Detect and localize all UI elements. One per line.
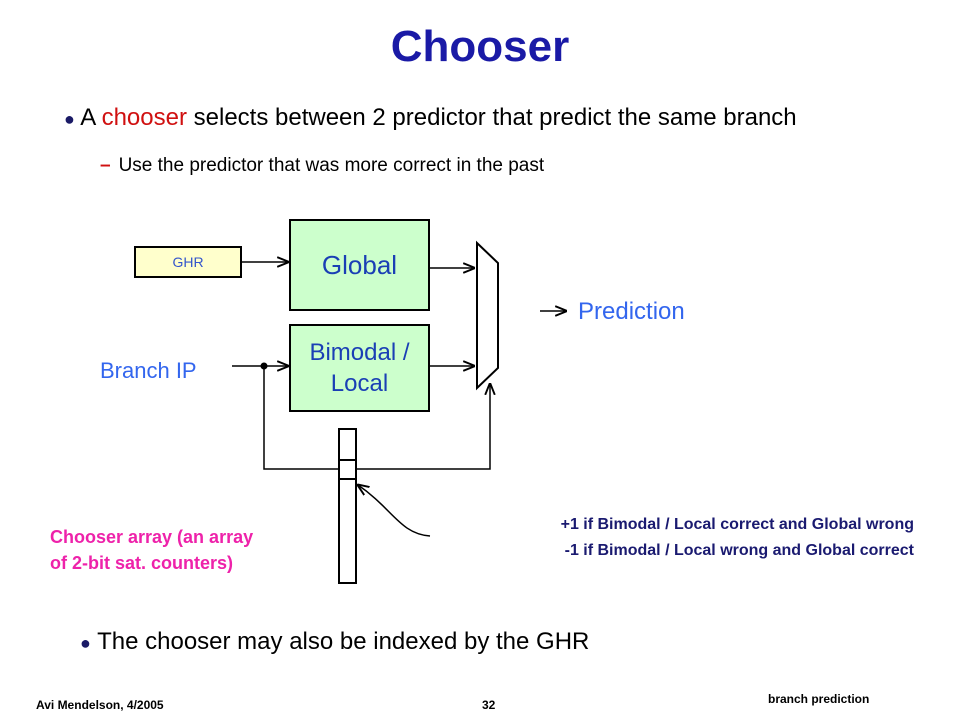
bullet-highlight-chooser: chooser bbox=[101, 104, 187, 131]
bimodal-label-line2: Local bbox=[330, 370, 389, 397]
bimodal-predictor-box: Bimodal / Local bbox=[289, 324, 430, 412]
bullet-dot-icon: ● bbox=[64, 109, 75, 129]
bullet-text-pre: A bbox=[80, 104, 102, 131]
update-rule-label: +1 if Bimodal / Local correct and Global… bbox=[420, 512, 914, 563]
update-rule-increment: +1 if Bimodal / Local correct and Global… bbox=[560, 516, 914, 533]
update-rule-decrement: -1 if Bimodal / Local wrong and Global c… bbox=[564, 541, 914, 559]
footer-page-number: 32 bbox=[482, 698, 496, 712]
ghr-label: GHR bbox=[172, 254, 204, 270]
footer-author: Avi Mendelson, 4/2005 bbox=[36, 698, 164, 712]
global-predictor-box: Global bbox=[289, 219, 430, 311]
bullet-dot-icon: ● bbox=[80, 633, 91, 653]
global-label: Global bbox=[321, 249, 398, 280]
sub-bullet-text: Use the predictor that was more correct … bbox=[118, 155, 545, 176]
chooser-array-label-line2: of 2-bit sat. counters) bbox=[50, 553, 234, 574]
ghr-box: GHR bbox=[134, 246, 242, 278]
chooser-array-label-line1: Chooser array (an array bbox=[50, 527, 254, 547]
bullet-chooser-definition: ● A chooser selects between 2 predictor … bbox=[64, 104, 797, 132]
sub-bullet: –Use the predictor that was more correct… bbox=[100, 155, 544, 177]
bullet-text-post: selects between 2 predictor that predict… bbox=[186, 104, 797, 131]
bimodal-label: Bimodal / Local bbox=[309, 337, 409, 399]
slide-title: Chooser bbox=[390, 22, 570, 71]
footer-topic: branch prediction bbox=[768, 692, 870, 706]
chooser-array bbox=[338, 428, 357, 584]
dash-icon: – bbox=[100, 155, 111, 176]
prediction-label: Prediction bbox=[578, 298, 685, 325]
branch-ip-label: Branch IP bbox=[100, 358, 197, 383]
bullet-ghr-index: ● The chooser may also be indexed by the… bbox=[80, 628, 589, 656]
junction-dot bbox=[260, 362, 268, 370]
chooser-array-label: Chooser array (an array of 2-bit sat. co… bbox=[50, 524, 253, 576]
bullet-ghr-text: The chooser may also be indexed by the G… bbox=[97, 628, 590, 655]
chooser-array-selected-entry bbox=[338, 459, 357, 480]
bimodal-label-line1: Bimodal / bbox=[309, 338, 410, 366]
multiplexer-icon bbox=[476, 240, 499, 391]
